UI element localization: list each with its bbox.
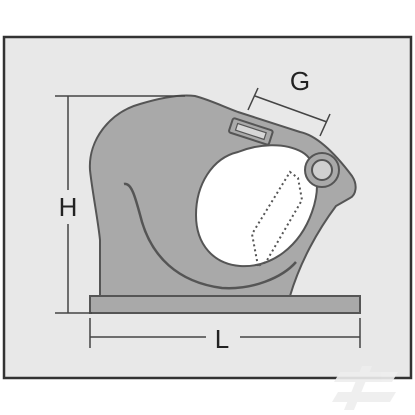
length-label: L <box>215 324 229 354</box>
hook-groove <box>123 182 297 290</box>
height-label-bg <box>50 190 86 224</box>
gap-dimension <box>247 87 331 137</box>
gap-label: G <box>290 66 310 96</box>
brand-watermark <box>332 366 398 410</box>
hook-latch-dotted <box>250 170 304 268</box>
hook-pin-inner <box>311 159 333 181</box>
hook-base-plate <box>89 295 361 314</box>
length-label-bg <box>206 324 240 354</box>
height-label: H <box>59 192 78 222</box>
hook-slot-inner <box>234 122 267 141</box>
